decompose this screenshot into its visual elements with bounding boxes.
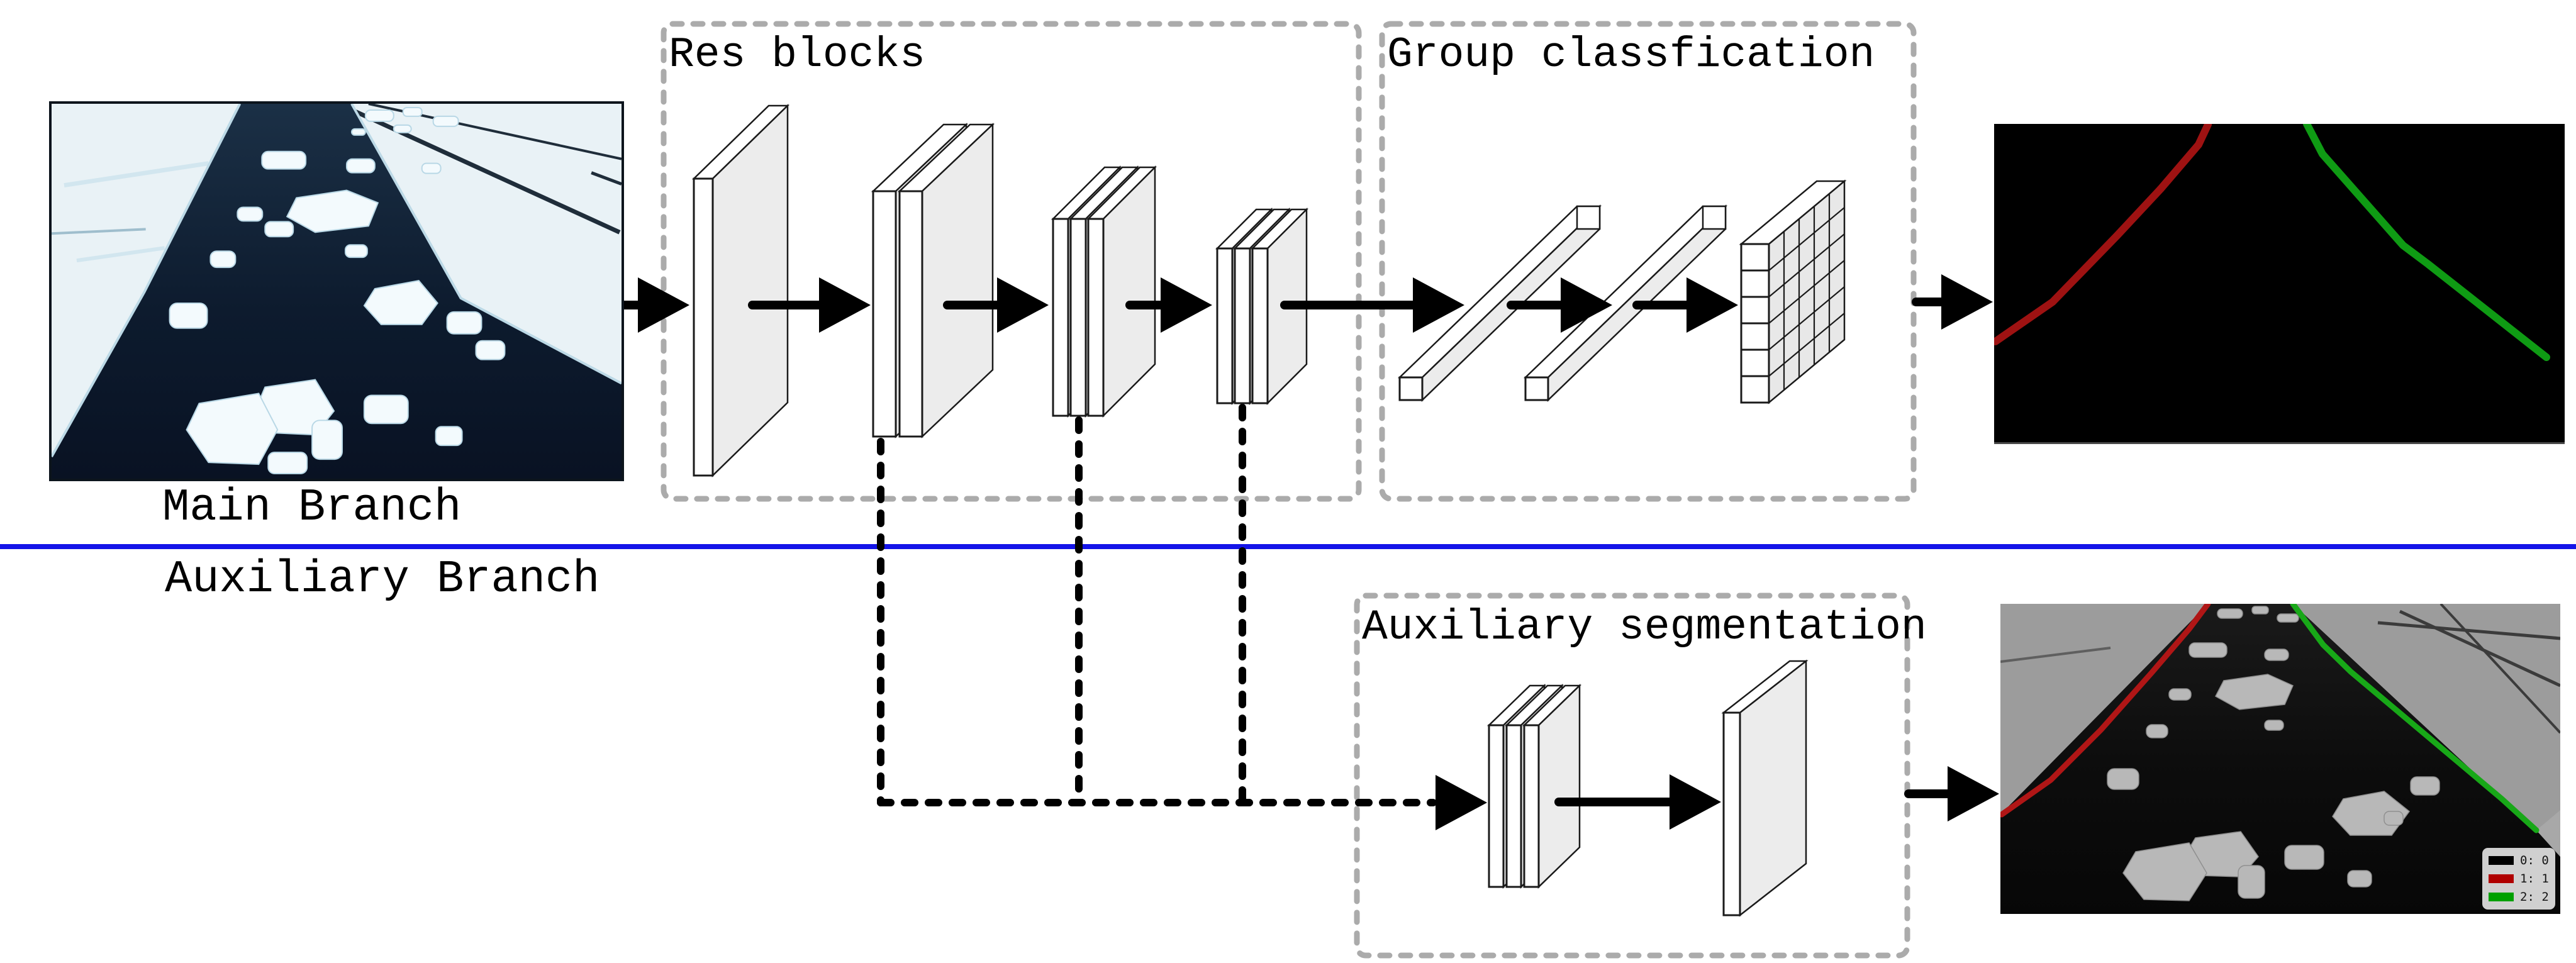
- aux-left-boundary-line: [2000, 604, 2211, 818]
- main-branch-label: Main Branch: [162, 482, 462, 533]
- left-boundary-line: [1994, 124, 2212, 345]
- gray-ice-floes: [2107, 606, 2440, 901]
- legend-swatch-green: [2489, 893, 2514, 901]
- main-output-scene: [1994, 124, 2550, 361]
- aux-output-scene: [2000, 604, 2560, 914]
- auxiliary-branch-label: Auxiliary Branch: [165, 554, 600, 605]
- conv-block-1: [691, 104, 790, 477]
- legend-label: 2: 2: [2520, 890, 2549, 904]
- res-blocks-box: [661, 21, 1362, 502]
- legend-label: 0: 0: [2520, 854, 2549, 867]
- main-output-image: [1994, 124, 2565, 444]
- aux-segmentation-box: [1354, 593, 1910, 959]
- legend-swatch-black: [2489, 856, 2514, 865]
- input-scene: [52, 104, 622, 479]
- right-boundary-line: [2303, 124, 2550, 361]
- conv-block-2: [871, 123, 995, 438]
- group-classification-title: Group classfication: [1387, 31, 1875, 79]
- ice-floes: [169, 106, 506, 475]
- skip-connection-dashes: [877, 404, 1487, 830]
- input-image: [49, 101, 624, 481]
- aux-right-boundary-line: [2290, 604, 2540, 833]
- flow-arrows: [620, 274, 1999, 830]
- aux-segmentation-title: Auxiliary segmentation: [1362, 603, 1927, 652]
- score-grid: [1739, 179, 1847, 404]
- legend-row-0: 0: 0: [2489, 854, 2549, 867]
- legend-row-1: 1: 1: [2489, 872, 2549, 886]
- group-classification-box: [1379, 21, 1917, 502]
- legend: 0: 0 1: 1 2: 2: [2482, 848, 2555, 910]
- skip-arrowhead: [1436, 775, 1487, 830]
- legend-label: 1: 1: [2520, 872, 2549, 886]
- aux-output-image: [2000, 604, 2560, 914]
- legend-row-2: 2: 2: [2489, 890, 2549, 904]
- legend-swatch-red: [2489, 874, 2514, 883]
- conv-block-3: [1051, 165, 1157, 418]
- res-blocks-title: Res blocks: [669, 31, 926, 79]
- aux-output-plate: [1721, 659, 1809, 917]
- aux-conv-block: [1486, 684, 1582, 889]
